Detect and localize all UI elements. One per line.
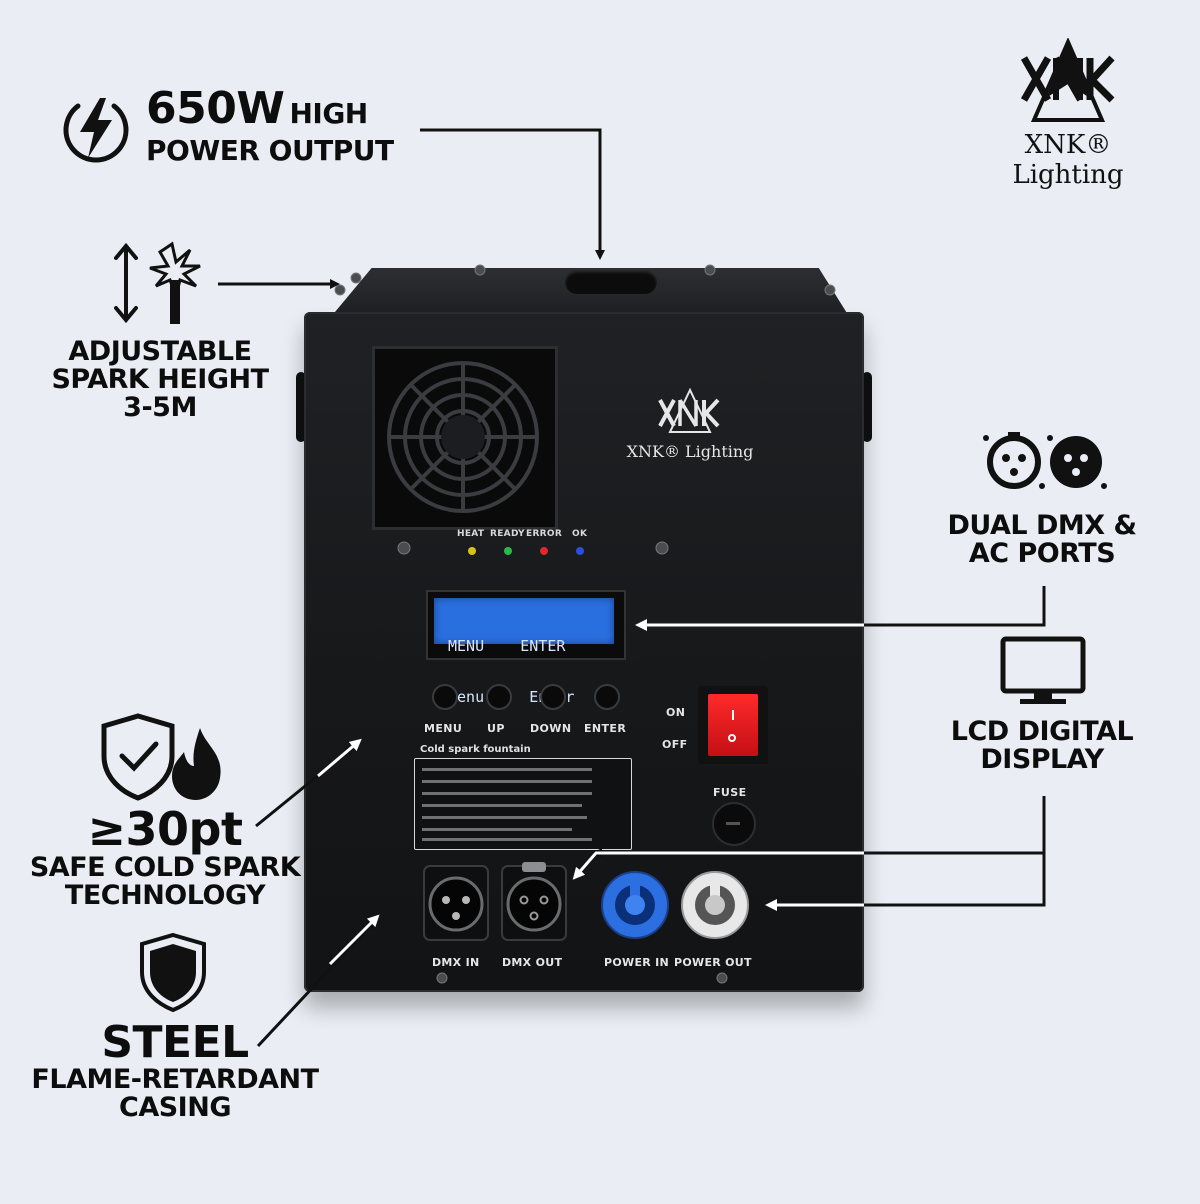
spark-height-line3: 3-5M [123, 392, 197, 424]
spark-height-line2: SPARK HEIGHT [51, 364, 269, 396]
display-line1: LCD DIGITAL [950, 716, 1134, 747]
casing-line1: FLAME-RETARDANT [31, 1063, 319, 1095]
indicator-error-label: ERROR [526, 529, 563, 539]
xnk-logo-mark-icon [1020, 38, 1115, 122]
spark-height-icon [114, 241, 201, 324]
sticker-line [422, 828, 572, 831]
cooling-fan [372, 346, 558, 530]
power-out-port[interactable] [680, 870, 750, 940]
xlr-connector-icon [983, 432, 1107, 489]
power-switch[interactable] [708, 694, 758, 756]
lcd-display: MENU ENTER Menu UP Enter [434, 598, 614, 706]
sticker-line [422, 768, 592, 771]
power-in-label: POWER IN [604, 956, 670, 969]
xlr-male-icon [423, 865, 489, 941]
indicator-heat-led [468, 547, 476, 555]
safety-value: ≥30pt [87, 802, 243, 856]
safety-line2: TECHNOLOGY [64, 879, 266, 911]
enter-button-label: ENTER [584, 722, 627, 735]
sticker-line [422, 838, 592, 841]
brand-logo: XNK® Lighting [976, 38, 1160, 190]
power-value: 650W [146, 83, 285, 134]
brand-logo-text: XNK® Lighting [1012, 130, 1124, 190]
device-top-knob [565, 270, 657, 294]
spark-height-line1: ADJUSTABLE [68, 336, 252, 367]
powercon-blue-icon [601, 871, 669, 939]
sticker-line [422, 804, 582, 807]
feature-spark-height: ADJUSTABLE SPARK HEIGHT 3-5M [20, 336, 300, 424]
powercon-white-icon [681, 871, 749, 939]
indicator-ok-label: OK [572, 529, 588, 539]
feature-safety: ≥30pt SAFE COLD SPARK TECHNOLOGY [20, 802, 310, 911]
power-line2: POWER OUTPUT [146, 134, 394, 167]
device-right-handle [862, 372, 872, 442]
menu-button-label: MENU [424, 722, 463, 735]
device-left-handle [296, 372, 306, 442]
enter-button[interactable] [594, 684, 620, 710]
shield-icon [140, 932, 206, 1012]
feature-casing: STEEL FLAME-RETARDANT CASING [10, 1020, 340, 1122]
power-line1: HIGH [289, 97, 368, 130]
power-in-port[interactable] [600, 870, 670, 940]
menu-button[interactable] [432, 684, 458, 710]
device-logo-text: XNK® Lighting [626, 442, 754, 461]
shield-check-flame-icon [101, 713, 221, 801]
casing-value: STEEL [101, 1017, 249, 1068]
ports-line1: DUAL DMX & [947, 510, 1137, 541]
indicator-ready-label: READY [490, 529, 525, 539]
indicator-heat-label: HEAT [457, 529, 485, 539]
spec-sticker-title: Cold spark fountain [420, 744, 531, 755]
fan-grille-icon [387, 361, 539, 513]
xlr-female-icon [501, 862, 567, 941]
lcd-line1: MENU ENTER [448, 637, 566, 655]
dmx-out-port[interactable] [500, 862, 568, 942]
feature-ports: DUAL DMX & AC PORTS [920, 510, 1164, 570]
power-out-label: POWER OUT [674, 956, 752, 969]
sticker-line [422, 780, 592, 783]
indicator-error-led [540, 547, 548, 555]
dmx-in-label: DMX IN [432, 956, 480, 969]
lightning-icon [63, 98, 129, 163]
display-line2: DISPLAY [980, 744, 1104, 776]
casing-line2: CASING [119, 1091, 231, 1123]
sticker-line [422, 792, 592, 795]
feature-power: 650W HIGH POWER OUTPUT [60, 86, 420, 176]
device-logo: XNK® Lighting [620, 388, 760, 468]
fuse-holder[interactable] [712, 802, 756, 846]
lcd-line2: Menu UP Enter [448, 688, 574, 706]
ports-line2: AC PORTS [968, 538, 1116, 570]
up-button[interactable] [486, 684, 512, 710]
down-button-label: DOWN [530, 722, 572, 735]
up-button-label: UP [487, 722, 505, 735]
dmx-in-port[interactable] [422, 864, 490, 942]
switch-on-label: ON [666, 706, 686, 719]
device-xnk-logo-mark-icon [658, 388, 720, 433]
indicator-ready-led [504, 547, 512, 555]
sticker-line [422, 816, 587, 819]
safety-line1: SAFE COLD SPARK [29, 851, 301, 883]
indicator-ok-led [576, 547, 584, 555]
feature-display: LCD DIGITAL DISPLAY [920, 716, 1164, 776]
fuse-label: FUSE [713, 786, 747, 799]
down-button[interactable] [540, 684, 566, 710]
monitor-icon [1000, 636, 1086, 704]
switch-off-label: OFF [662, 738, 688, 751]
dmx-out-label: DMX OUT [502, 956, 563, 969]
